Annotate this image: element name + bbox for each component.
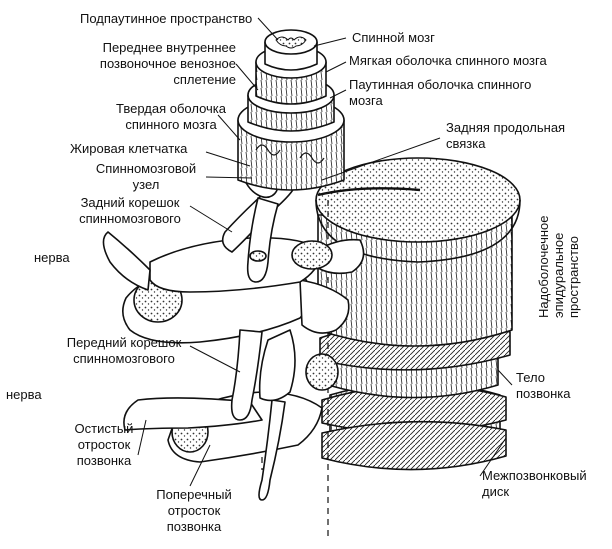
label-posterior-root: Задний корешок спинномозгового — [79, 195, 181, 226]
label-intervertebral-disc: Межпозвонковый диск — [482, 468, 587, 499]
spinous-process-upper — [102, 231, 151, 291]
label-anterior-root: Передний корешок спинномозгового — [66, 335, 182, 366]
spinous-process-lower — [123, 397, 263, 431]
label-spinal-ganglion: Спинномозговой узел — [95, 161, 197, 192]
label-posterior-longitudinal-ligament: Задняя продольная связка — [446, 120, 566, 151]
label-transverse-process: Поперечный отросток позвонка — [156, 487, 232, 534]
label-spinous-process: Остистый отросток позвонка — [74, 421, 134, 468]
label-spinal-cord: Спинной мозг — [352, 30, 435, 45]
label-subarachnoid-space: Подпаутинное пространство — [80, 11, 253, 26]
label-nerve-1: нерва — [34, 250, 70, 265]
spinous-process-middle — [258, 329, 296, 402]
label-epidural-space: Надоболочечное эпидуральное пространство — [536, 215, 581, 318]
label-dura-mater: Твердая оболочка спинного мозга — [115, 101, 227, 132]
vertebral-body-top-face — [315, 157, 521, 243]
label-fat-tissue: Жировая клетчатка — [70, 141, 188, 156]
label-nerve-2: нерва — [6, 387, 42, 402]
label-vertebral-body: Тело позвонка — [516, 370, 571, 401]
vertebral-body-upper — [317, 214, 513, 347]
label-anterior-venous-plexus: Переднее внутреннее позвоночное венозное… — [99, 40, 236, 87]
label-arachnoid: Паутинная оболочка спинного мозга — [349, 77, 532, 108]
label-pia-mater: Мягкая оболочка спинного мозга — [349, 53, 547, 68]
